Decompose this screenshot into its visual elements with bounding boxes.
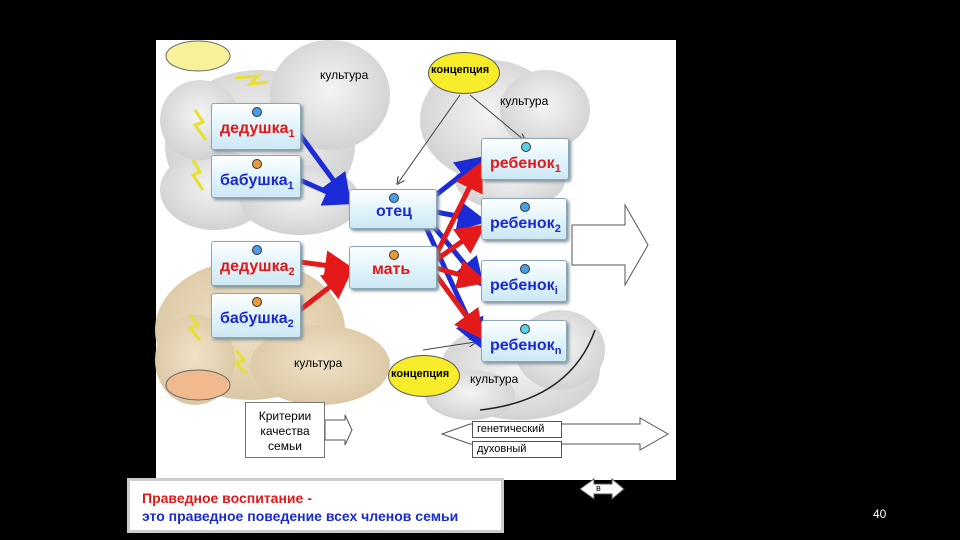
concept-oval-bottom	[388, 355, 460, 397]
bolt-icon	[192, 109, 208, 141]
node-subscript: 1	[288, 128, 295, 141]
source-oval-bottom	[165, 369, 231, 401]
culture-label: культура	[470, 372, 519, 386]
double-arrow-label: в	[596, 483, 601, 493]
page-number: 40	[873, 507, 887, 521]
conclusion-banner: Праведное воспитание - это праведное пов…	[127, 478, 504, 533]
node-label: бабушка	[220, 172, 288, 189]
node-dot	[389, 250, 399, 260]
node-child-2: ребенок2	[481, 198, 567, 240]
node-grandfather-2: дедушка2	[211, 241, 301, 286]
node-label: дедушка	[220, 120, 289, 137]
node-dot	[520, 324, 530, 334]
banner-line-2: это праведное поведение всех членов семь…	[142, 508, 459, 524]
culture-label: культура	[294, 356, 343, 370]
concept-oval-top	[428, 52, 500, 94]
bolt-icon	[190, 159, 205, 191]
node-mother: мать	[349, 246, 437, 289]
node-child-i: ребенокi	[481, 260, 567, 302]
node-father: отец	[349, 189, 437, 229]
node-label: ребенок	[490, 337, 555, 354]
result-arrow	[571, 203, 649, 287]
criteria-box: Критерии качества семьи	[245, 402, 325, 458]
node-dot	[252, 107, 262, 117]
node-grandmother-2: бабушка2	[211, 293, 301, 338]
criteria-text: семьи	[268, 439, 302, 453]
culture-label: культура	[320, 68, 369, 82]
node-subscript: 1	[554, 163, 561, 176]
node-subscript: 2	[287, 318, 294, 331]
red-arrows	[298, 161, 488, 341]
node-label: дедушка	[220, 258, 289, 275]
node-grandfather-1: дедушка1	[211, 103, 301, 150]
node-subscript: 2	[288, 266, 295, 279]
node-label: бабушка	[220, 310, 288, 327]
node-dot	[520, 264, 530, 274]
node-label: ребенок	[490, 277, 555, 294]
node-dot	[252, 159, 262, 169]
node-dot	[389, 193, 399, 203]
criteria-spiritual: духовный	[472, 441, 562, 458]
node-label: ребенок	[490, 215, 555, 232]
node-dot	[252, 297, 262, 307]
node-grandmother-1: бабушка1	[211, 155, 301, 198]
bolt-icon	[187, 314, 202, 341]
node-child-1: ребенок1	[481, 138, 569, 180]
node-subscript: 2	[554, 223, 561, 236]
node-label: мать	[372, 261, 411, 278]
concept-label-bottom: концепция	[391, 368, 450, 380]
bolt-icon	[234, 74, 269, 86]
node-dot	[252, 245, 262, 255]
node-label: ребенок	[490, 155, 555, 172]
source-oval-top	[165, 40, 231, 72]
criteria-text: качества	[260, 424, 310, 438]
culture-label: культура	[500, 94, 549, 108]
criteria-text: Критерии	[258, 409, 312, 423]
concept-label-top: концепция	[431, 64, 490, 76]
node-subscript: n	[554, 345, 562, 358]
node-child-n: ребенокn	[481, 320, 567, 362]
double-arrow-icon	[579, 477, 625, 501]
node-subscript: 1	[287, 180, 294, 193]
node-label: отец	[376, 203, 412, 220]
node-dot	[521, 142, 531, 152]
node-subscript: i	[554, 285, 558, 298]
node-dot	[520, 202, 530, 212]
banner-line-1: Праведное воспитание -	[142, 490, 312, 506]
criteria-genetic: генетический	[472, 421, 562, 438]
bolt-icon	[233, 349, 248, 375]
